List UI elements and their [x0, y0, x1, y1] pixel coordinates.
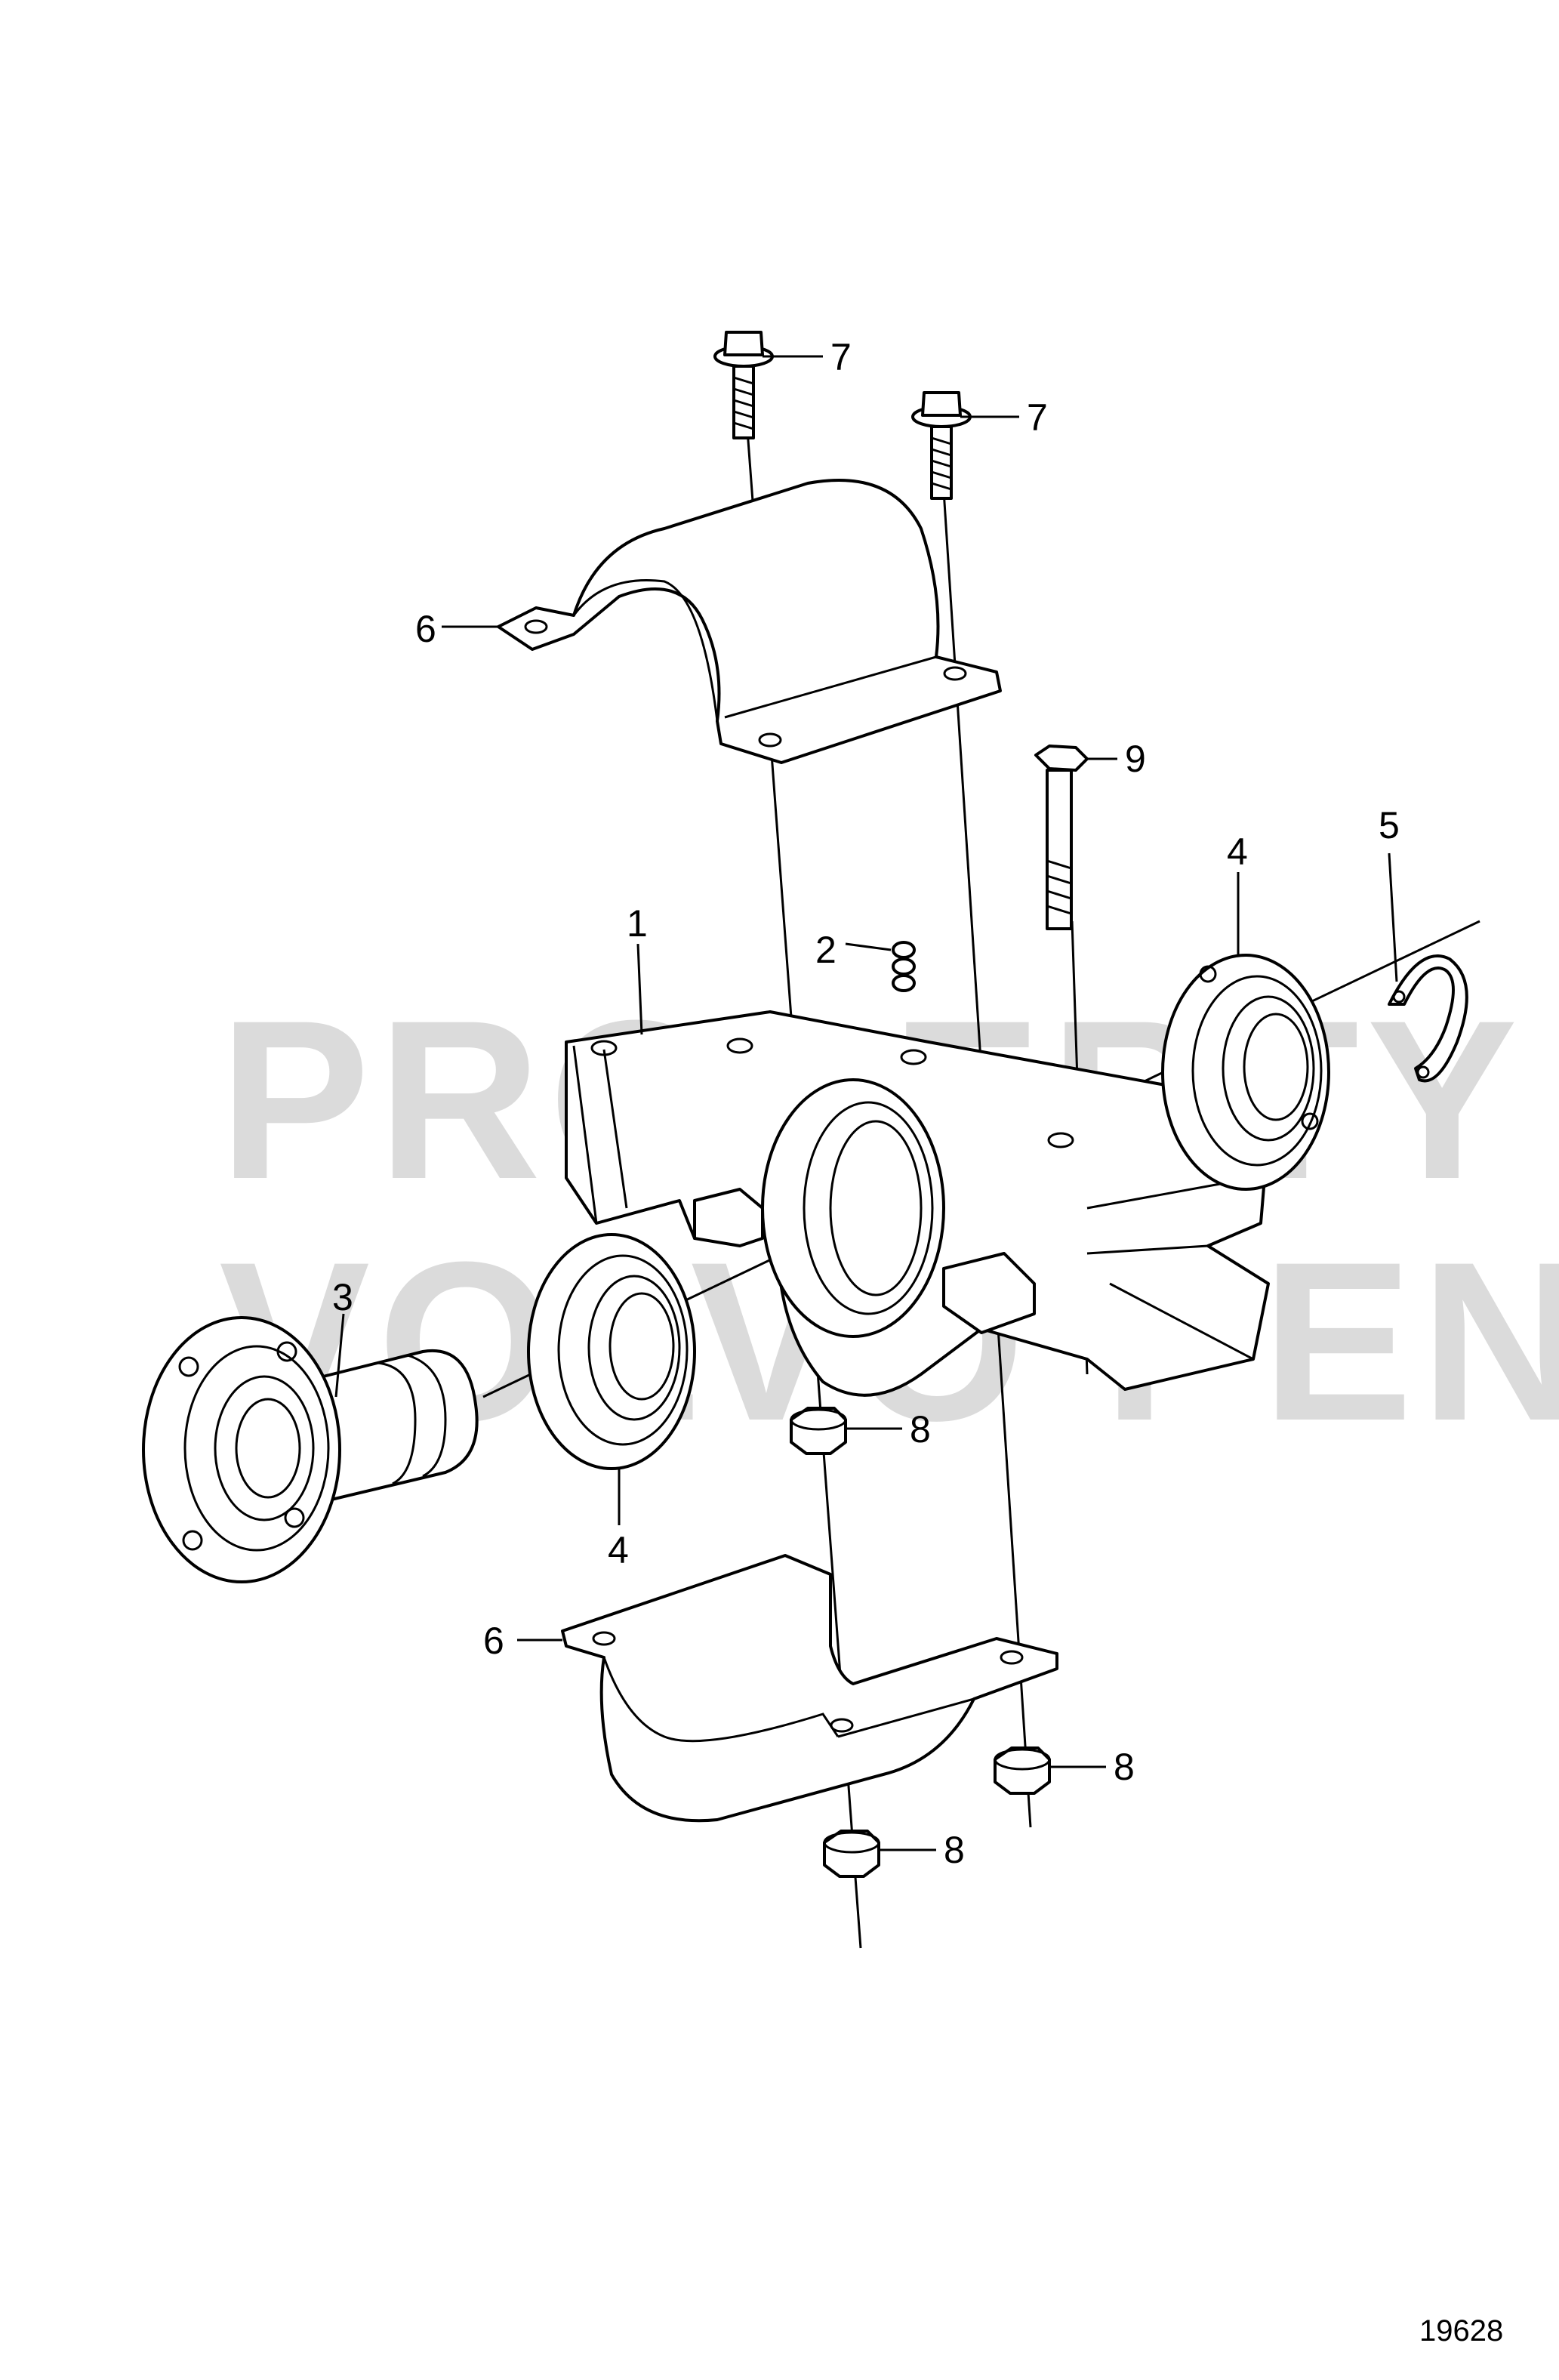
bearing-housing-1 — [565, 1010, 1270, 1397]
callout-labels: 7 7 6 9 4 5 2 1 3 4 8 8 8 6 — [332, 336, 1400, 1871]
grease-nipple-2 — [892, 941, 916, 992]
callout-4-right: 4 — [1227, 831, 1248, 873]
callout-8-bottom: 8 — [944, 1829, 965, 1871]
bolt-9 — [1034, 745, 1089, 930]
callout-7-left: 7 — [830, 336, 852, 378]
bolt-7-left — [713, 331, 774, 439]
callout-8-center: 8 — [910, 1408, 931, 1451]
callout-3: 3 — [332, 1276, 353, 1318]
callout-9: 9 — [1125, 738, 1146, 780]
circlip-5 — [1388, 954, 1468, 1083]
bearing-4-left — [527, 1233, 696, 1470]
leader-lines — [334, 355, 1398, 1851]
bolt-7-right — [911, 391, 972, 500]
callout-6-upper: 6 — [415, 608, 436, 650]
callout-7-right: 7 — [1027, 396, 1048, 439]
clamp-6-upper — [497, 479, 1002, 764]
nut-8-right — [994, 1746, 1051, 1795]
callout-2: 2 — [815, 929, 836, 971]
figure-number: 19628 — [1419, 2314, 1503, 2348]
callout-6-lower: 6 — [483, 1620, 504, 1662]
flange-shaft-3 — [142, 1316, 479, 1583]
clamp-6-lower — [561, 1554, 1058, 1823]
callout-1: 1 — [627, 902, 648, 945]
bearing-4-right — [1161, 954, 1330, 1191]
callout-4-left: 4 — [608, 1529, 629, 1571]
callout-8-right: 8 — [1114, 1746, 1135, 1788]
nut-8-center — [790, 1407, 847, 1455]
nut-8-bottom — [823, 1830, 880, 1878]
callout-5: 5 — [1379, 804, 1400, 846]
